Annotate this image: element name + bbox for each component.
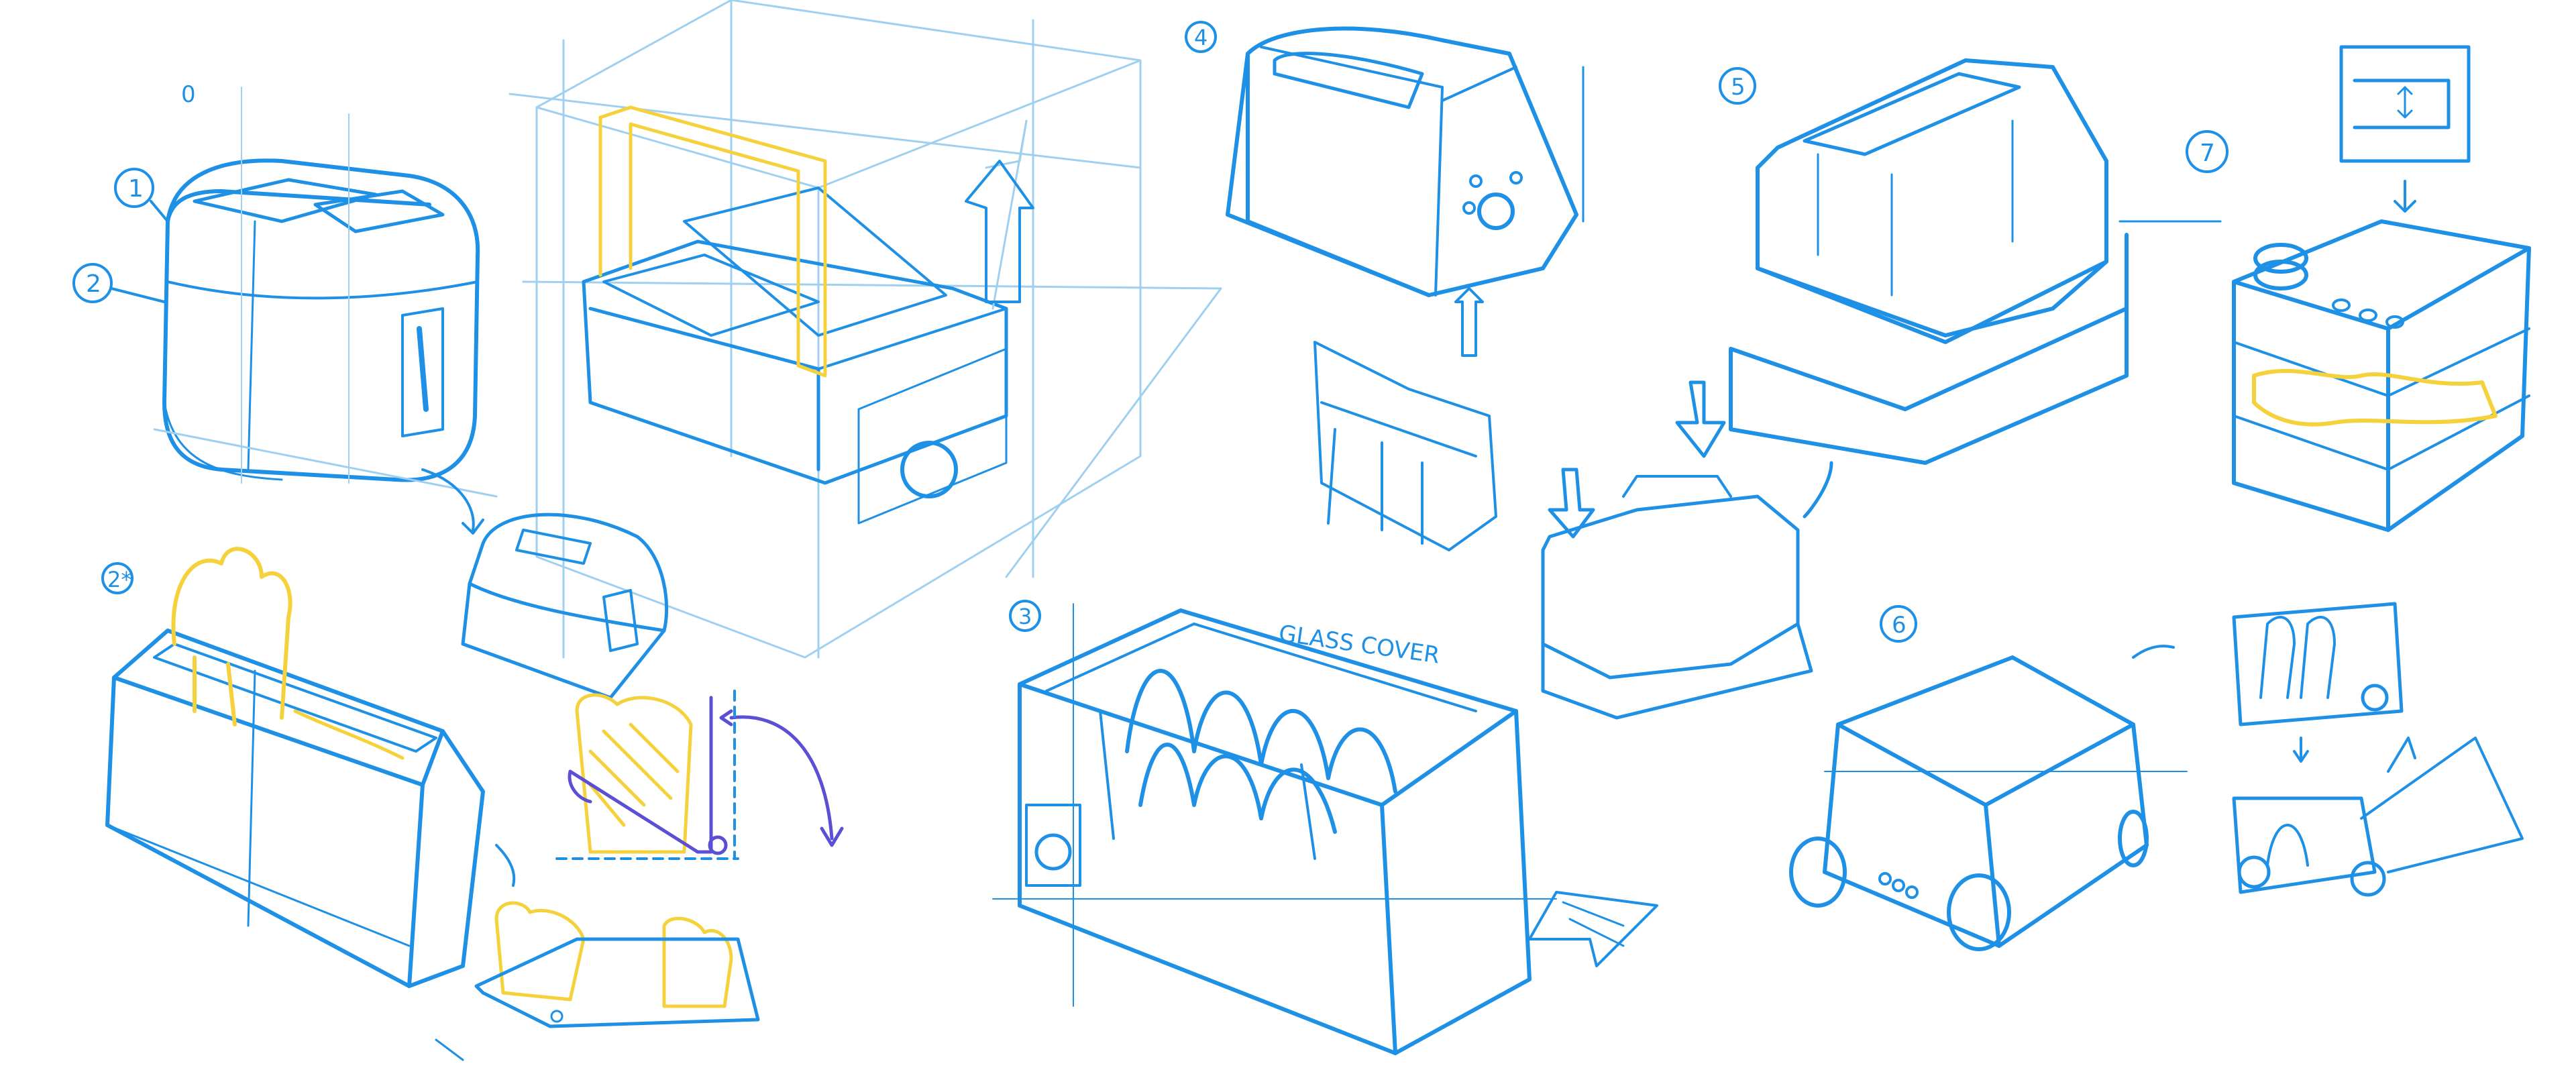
label-2-star: 2*: [107, 567, 131, 592]
concept-1-toaster-sketch: [153, 87, 498, 535]
label-3: 3: [1018, 604, 1032, 629]
wireframe-construction-box: [508, 0, 1222, 659]
toast-holder-flip-yellow: [494, 693, 733, 1008]
concept-2-exploded-toaster: [582, 119, 1034, 525]
concept-5-toaster-sketch: [1729, 58, 2222, 519]
concept-number-labels: 0 1 2 2* 3 4 5 6 7: [72, 21, 2229, 643]
concept-2-bread-slot-yellow: [598, 105, 827, 378]
label-1: 1: [128, 175, 144, 203]
concept-2star-bread-yellow: [171, 547, 405, 760]
concept-4-toaster-sketch: [1226, 26, 1585, 551]
concept-2star-long-toaster: [105, 629, 516, 988]
label-2: 2: [86, 270, 101, 298]
concept-7-fold-out-rack: [2232, 602, 2524, 897]
compact-toaster-sketch: [461, 513, 669, 700]
concept-6-rolling-toaster: [1789, 645, 2188, 951]
label-5: 5: [1731, 74, 1746, 101]
slim-toaster-lever-down-sketch: [1541, 380, 1813, 720]
flat-toast-tray-sketch: [435, 937, 760, 1061]
label-7: 7: [2200, 140, 2215, 167]
concept-3-glass-cover-toaster: [992, 603, 1658, 1055]
concept-7-toaster-sketch: [2232, 45, 2531, 532]
glass-cover-annotation: GLASS COVER: [1277, 620, 1442, 669]
toast-holder-flip-purple: [555, 690, 844, 860]
label-6: 6: [1892, 612, 1907, 639]
concept-7-bread-yellow: [2252, 369, 2498, 427]
label-0: 0: [181, 81, 196, 108]
label-4: 4: [1194, 25, 1208, 50]
